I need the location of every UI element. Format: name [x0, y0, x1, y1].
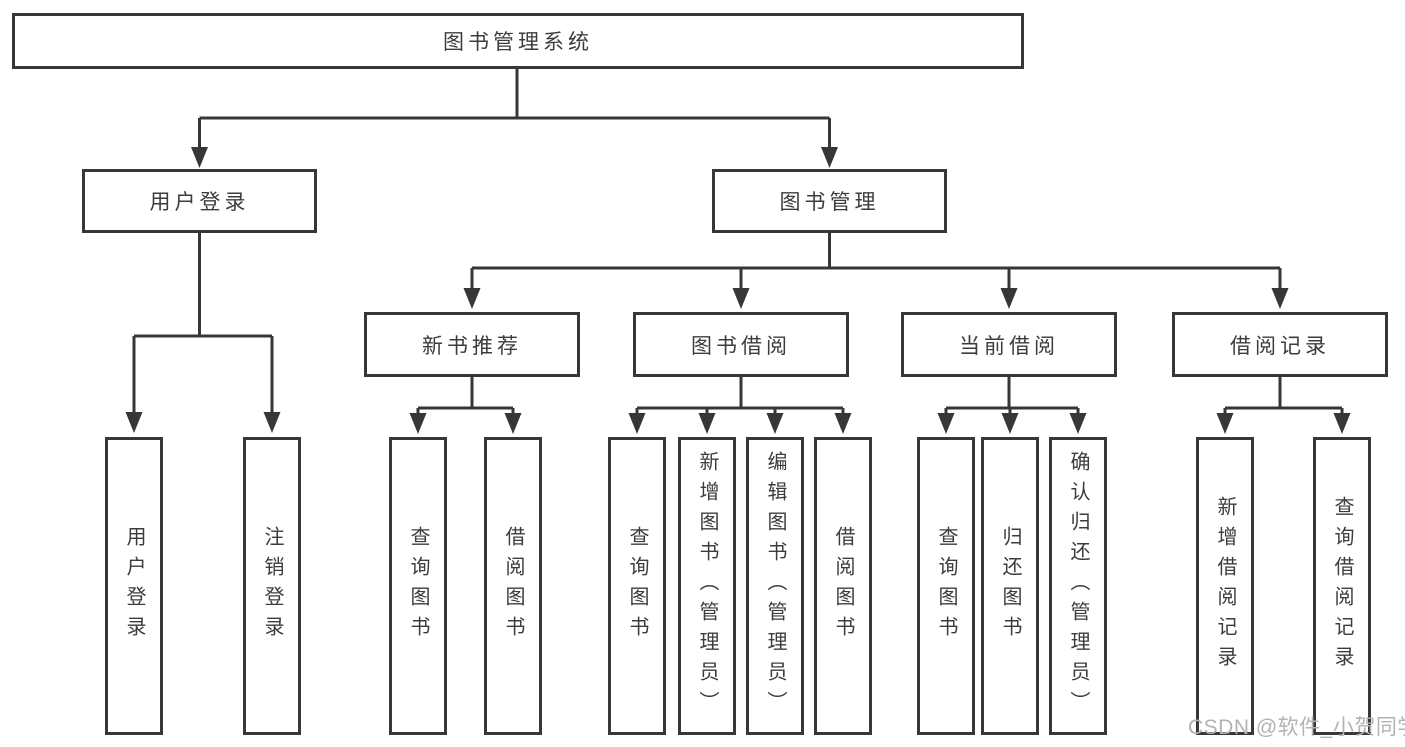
- leaf-add-borrow-record: 新增借阅记录: [1196, 437, 1254, 735]
- arrow-down-icon: [263, 412, 281, 433]
- leaf-add-books-admin: 新增图书（管理员）: [678, 437, 736, 735]
- leaf-return-books: 归还图书: [981, 437, 1039, 735]
- arrow-down-icon: [821, 147, 838, 168]
- arrow-down-icon: [125, 412, 143, 433]
- leaf-label: 新增借阅记录: [1214, 496, 1236, 676]
- node-current-borrow: 当前借阅: [901, 312, 1117, 377]
- arrow-down-icon: [1069, 413, 1087, 434]
- leaf-label: 新增图书（管理员）: [696, 451, 718, 721]
- leaf-label: 借阅图书: [502, 526, 524, 646]
- edge-borrow-records-to-leaves: [1216, 377, 1351, 434]
- node-borrow-records: 借阅记录: [1172, 312, 1388, 377]
- leaf-borrow-books: 借阅图书: [814, 437, 872, 735]
- leaf-label: 查询图书: [626, 526, 648, 646]
- leaf-logout: 注销登录: [243, 437, 301, 735]
- node-book-borrow: 图书借阅: [633, 312, 849, 377]
- arrow-down-icon: [1001, 413, 1019, 434]
- node-book-management: 图书管理: [712, 169, 947, 233]
- arrow-down-icon: [766, 413, 784, 434]
- edge-new-book-to-leaves: [409, 377, 522, 434]
- arrow-down-icon: [1333, 413, 1351, 434]
- leaf-label: 查询图书: [407, 526, 429, 646]
- arrow-down-icon: [628, 413, 646, 434]
- root-node-system-title: 图书管理系统: [12, 13, 1024, 69]
- arrow-down-icon: [1216, 413, 1234, 434]
- leaf-label: 注销登录: [261, 526, 283, 646]
- leaf-label: 归还图书: [999, 526, 1021, 646]
- leaf-borrow-books-recommend: 借阅图书: [484, 437, 542, 735]
- node-new-book-recommend: 新书推荐: [364, 312, 580, 377]
- csdn-watermark: CSDN @软件_小贺同学: [1188, 716, 1405, 739]
- leaf-label: 借阅图书: [832, 526, 854, 646]
- leaf-label: 编辑图书（管理员）: [764, 451, 786, 721]
- leaf-query-books-borrow: 查询图书: [608, 437, 666, 735]
- arrow-down-icon: [463, 288, 481, 309]
- arrow-down-icon: [191, 147, 208, 168]
- arrow-down-icon: [1271, 288, 1289, 309]
- edge-book-borrow-to-leaves: [628, 377, 852, 434]
- edge-user-login-to-leaves: [125, 233, 281, 433]
- leaf-query-books-current: 查询图书: [917, 437, 975, 735]
- leaf-confirm-return-admin: 确认归还（管理员）: [1049, 437, 1107, 735]
- arrow-down-icon: [937, 413, 955, 434]
- leaf-label: 用户登录: [123, 526, 145, 646]
- arrow-down-icon: [732, 288, 750, 309]
- leaf-query-books-recommend: 查询图书: [389, 437, 447, 735]
- leaf-label: 查询借阅记录: [1331, 496, 1353, 676]
- arrow-down-icon: [409, 413, 427, 434]
- arrow-down-icon: [834, 413, 852, 434]
- edge-book-management-to-level3: [463, 233, 1289, 309]
- arrow-down-icon: [698, 413, 716, 434]
- edge-current-borrow-to-leaves: [937, 377, 1087, 434]
- edge-root-to-level2: [191, 69, 838, 168]
- node-user-login: 用户登录: [82, 169, 317, 233]
- leaf-query-borrow-record: 查询借阅记录: [1313, 437, 1371, 735]
- leaf-label: 查询图书: [935, 526, 957, 646]
- arrow-down-icon: [1000, 288, 1018, 309]
- arrow-down-icon: [504, 413, 522, 434]
- leaf-user-login: 用户登录: [105, 437, 163, 735]
- leaf-label: 确认归还（管理员）: [1067, 451, 1089, 721]
- leaf-edit-books-admin: 编辑图书（管理员）: [746, 437, 804, 735]
